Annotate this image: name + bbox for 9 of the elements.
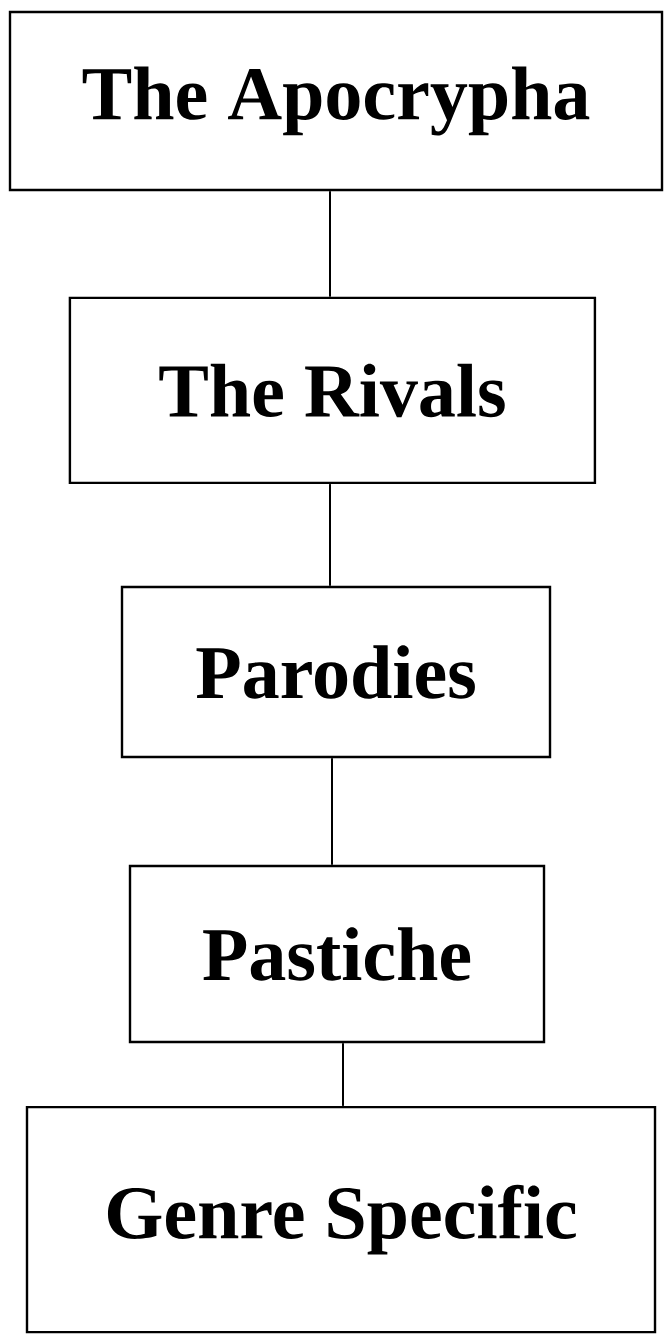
text-box: Genre Specific xyxy=(25,1105,657,1334)
connector-line xyxy=(329,190,331,298)
text-box: Pastiche xyxy=(128,864,546,1044)
connector-line xyxy=(331,757,333,866)
text-box: The Apocrypha xyxy=(8,10,664,192)
connector-line xyxy=(329,483,331,587)
text-box: The Rivals xyxy=(68,296,597,485)
connector-line xyxy=(342,1042,344,1107)
text-box: Parodies xyxy=(120,585,552,759)
